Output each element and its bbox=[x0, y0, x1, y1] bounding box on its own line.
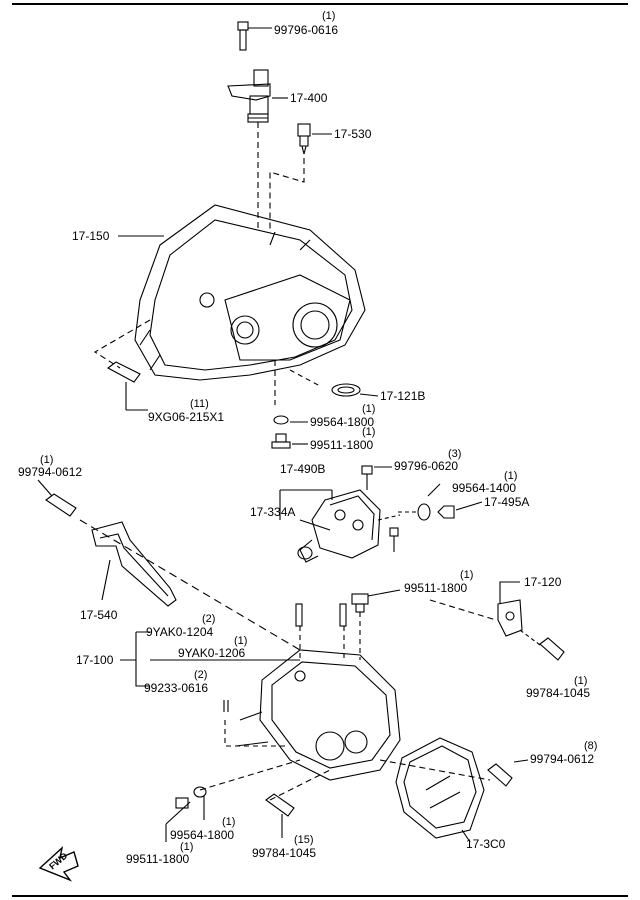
label-17-490b[interactable]: 17-490B bbox=[280, 462, 326, 476]
qty-99796-0616: (1) bbox=[322, 10, 336, 22]
label-17-400[interactable]: 17-400 bbox=[290, 91, 328, 105]
lower-plug-drawing bbox=[165, 759, 331, 842]
bolt-9xg06-drawing bbox=[106, 361, 148, 411]
label-17-530[interactable]: 17-530 bbox=[334, 127, 372, 141]
gasket-17-121b-drawing bbox=[289, 369, 379, 397]
shift-housing-drawing bbox=[279, 465, 401, 563]
label-17-150[interactable]: 17-150 bbox=[72, 229, 110, 243]
label-17-3c0[interactable]: 17-3C0 bbox=[466, 837, 506, 851]
label-99784-1045-a[interactable]: 99784-1045 bbox=[526, 686, 591, 700]
label-99784-1045-b[interactable]: 99784-1045 bbox=[252, 846, 317, 860]
label-99564-1400[interactable]: 99564-1400 bbox=[452, 481, 517, 495]
label-99511-1800-c[interactable]: 99511-1800 bbox=[126, 852, 190, 866]
label-9yak0-1206[interactable]: 9YAK0-1206 bbox=[178, 646, 246, 660]
label-9xg06[interactable]: 9XG06-215X1 bbox=[148, 410, 225, 424]
cover-17-3c0-drawing bbox=[379, 737, 529, 843]
label-17-120[interactable]: 17-120 bbox=[524, 575, 562, 589]
label-17-495a[interactable]: 17-495A bbox=[484, 495, 530, 509]
drain-plug-upper-drawing bbox=[271, 415, 308, 449]
label-99511-1800-b[interactable]: 99511-1800 bbox=[404, 581, 468, 595]
label-99796-0620[interactable]: 99796-0620 bbox=[394, 459, 459, 473]
label-17-540[interactable]: 17-540 bbox=[80, 608, 118, 622]
qty-99511-1800-c: (1) bbox=[180, 841, 194, 853]
qty-99784-1045-a: (1) bbox=[574, 675, 588, 687]
transaxle-housing-drawing bbox=[120, 631, 401, 781]
label-17-334a[interactable]: 17-334A bbox=[250, 505, 296, 519]
speed-sensor-drawing bbox=[227, 69, 288, 230]
qty-99796-0620: (3) bbox=[448, 448, 462, 460]
qty-99511-1800-b: (1) bbox=[460, 569, 474, 581]
qty-9xg06: (11) bbox=[190, 398, 209, 410]
qty-99511-1800-a: (1) bbox=[362, 426, 376, 438]
label-99564-1800-a[interactable]: 99564-1800 bbox=[310, 415, 375, 429]
qty-99564-1800-a: (1) bbox=[362, 403, 376, 415]
qty-9yak0-1206: (1) bbox=[234, 635, 248, 647]
switch-17-530-drawing bbox=[269, 123, 332, 232]
studs-drawing bbox=[295, 589, 401, 660]
qty-9yak0-1204: (2) bbox=[202, 613, 216, 625]
plug-17-495a-drawing bbox=[398, 483, 483, 521]
bracket-17-120-drawing bbox=[429, 581, 565, 661]
guide-plate-17-540-drawing bbox=[79, 519, 301, 651]
fwd-arrow-icon bbox=[38, 846, 79, 882]
label-99511-1800-a[interactable]: 99511-1800 bbox=[310, 438, 374, 452]
qty-99233-0616: (2) bbox=[194, 669, 208, 681]
qty-99794-0612-a: (1) bbox=[40, 454, 54, 466]
label-99796-0616[interactable]: 99796-0616 bbox=[274, 23, 339, 37]
label-99564-1800-b[interactable]: 99564-1800 bbox=[170, 828, 235, 842]
qty-99794-0612-b: (8) bbox=[584, 740, 598, 752]
label-99794-0612-a[interactable]: 99794-0612 bbox=[18, 465, 83, 479]
label-17-121b[interactable]: 17-121B bbox=[380, 389, 426, 403]
qty-99784-1045-b: (15) bbox=[294, 834, 314, 846]
label-9yak0-1204[interactable]: 9YAK0-1204 bbox=[146, 625, 214, 639]
transaxle-case-drawing bbox=[93, 204, 366, 405]
bolt-99794-0612-left-drawing bbox=[37, 479, 77, 517]
label-17-100[interactable]: 17-100 bbox=[76, 653, 114, 667]
label-99233-0616[interactable]: 99233-0616 bbox=[144, 681, 209, 695]
qty-99564-1400: (1) bbox=[504, 470, 518, 482]
label-99794-0612-b[interactable]: 99794-0612 bbox=[530, 752, 595, 766]
bolt-99796-0616-drawing bbox=[237, 21, 272, 51]
qty-99564-1800-b: (1) bbox=[222, 816, 236, 828]
